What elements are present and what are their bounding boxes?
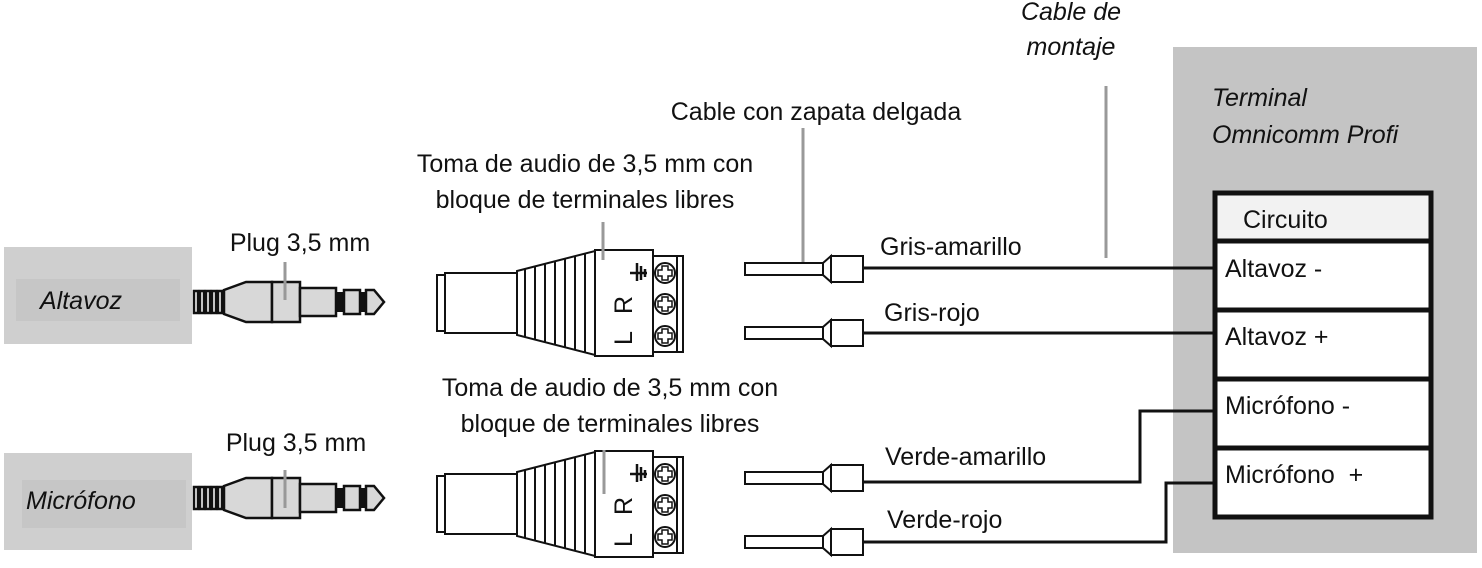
terminal-title-line2: Omnicomm Profi [1212,121,1400,149]
ferrule-verde-rojo [744,528,864,556]
wire-verde-rojo [863,481,1215,544]
microphone-jack-mark-R: R [610,497,638,515]
mounting-cable-label-line2: montaje [1027,33,1116,61]
speaker-jack-label-line1: Toma de audio de 3,5 mm con [417,150,753,178]
mounting-cable-label-line1: Cable de [1021,0,1121,26]
terminal-title-line1: Terminal [1212,84,1308,112]
speaker-jack-label-line2: bloque de terminales libres [436,186,735,214]
circuit-header-cell [1212,190,1434,244]
speaker-jack-mark-R: R [610,296,638,314]
speaker-device-inner [16,279,180,321]
circuit-row-4 [1212,445,1434,520]
microphone-device-inner [22,480,186,528]
ferrule-gris-rojo [744,319,864,347]
circuit-row-2 [1212,307,1434,382]
speaker-jack-terminal-block [435,248,685,358]
ferrule-verde-amarillo [744,464,864,492]
circuit-row-label: Altavoz + [1225,323,1329,351]
wire-label-gris-amarillo: Gris-amarillo [880,233,1022,261]
circuit-row-label: Micrófono - [1225,392,1350,420]
speaker-device-label: Altavoz [38,287,122,315]
wire-verde-amarillo [863,409,1215,484]
circuit-row-label: Altavoz - [1225,255,1322,283]
wire-label-gris-rojo: Gris-rojo [884,299,980,327]
microphone-jack-label-line1: Toma de audio de 3,5 mm con [442,374,778,402]
speaker-plug [192,280,386,324]
speaker-jack-mark-L: L [610,331,638,345]
circuit-row-1 [1212,238,1434,313]
wire-label-verde-amarillo: Verde-amarillo [885,443,1046,471]
circuit-table: Circuito Altavoz - Altavoz + Micrófono -… [1212,190,1434,520]
microphone-jack-mark-L: L [610,533,638,547]
wire-label-verde-rojo: Verde-rojo [887,506,1002,534]
microphone-jack-terminal-block [435,449,685,559]
circuit-row-label: Micrófono + [1225,461,1363,489]
microphone-plug-label: Plug 3,5 mm [226,429,366,457]
microphone-jack-label-line2: bloque de terminales libres [461,410,760,438]
thin-ferrule-cable-label: Cable con zapata delgada [671,98,962,126]
microphone-device-label: Micrófono [26,487,136,515]
microphone-plug [192,476,386,520]
speaker-plug-label: Plug 3,5 mm [230,229,370,257]
circuit-header: Circuito [1243,206,1328,234]
